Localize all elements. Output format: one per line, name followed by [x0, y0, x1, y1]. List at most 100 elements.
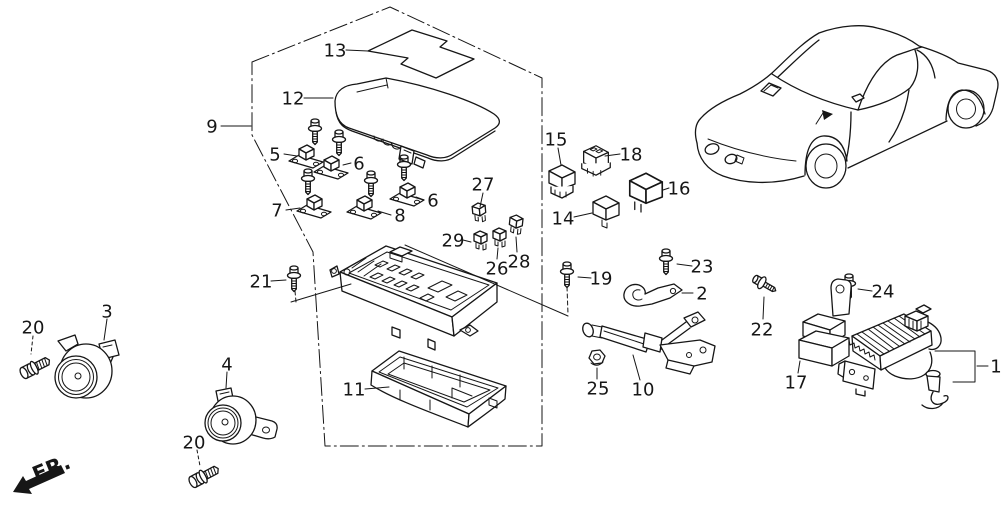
callout-28: 28 — [508, 252, 531, 273]
part-screw-20b — [186, 461, 223, 491]
part-relay-18 — [581, 145, 611, 177]
part-bolt-22 — [749, 271, 780, 298]
leader-line-28 — [515, 236, 518, 253]
callout-24: 24 — [872, 282, 895, 303]
callout-7: 7 — [271, 201, 282, 222]
callout-10: 10 — [632, 380, 655, 401]
part-bolt-19 — [559, 261, 575, 289]
part-fuse-28 — [507, 213, 524, 236]
leader-line-3 — [103, 318, 108, 341]
callout-11: 11 — [343, 380, 366, 401]
part-horn-high — [54, 334, 120, 399]
callout-13: 13 — [324, 41, 347, 62]
leader-line-21 — [270, 279, 287, 282]
leader-line-22 — [762, 296, 765, 320]
part-label-sticker — [367, 29, 475, 79]
callout-29: 29 — [442, 231, 465, 252]
part-fuse-27 — [471, 201, 488, 224]
leader-line-14 — [573, 212, 593, 218]
callout-14: 14 — [552, 209, 575, 230]
leader-line-18 — [604, 153, 621, 157]
part-control-unit-1 — [837, 304, 949, 410]
leader-line-16 — [662, 187, 670, 191]
leader-line-26 — [496, 247, 499, 260]
part-clip-8 — [346, 195, 382, 220]
location-flag — [815, 112, 824, 125]
part-bolt-21 — [286, 265, 302, 293]
callout-2: 2 — [696, 284, 707, 305]
bolt-19-target-line — [404, 244, 569, 317]
part-relay-17 — [798, 278, 852, 367]
callout-19: 19 — [590, 269, 613, 290]
callout-20: 20 — [183, 433, 206, 454]
callout-26: 26 — [486, 259, 509, 280]
part-relay-16 — [628, 172, 664, 213]
part-nut-25 — [588, 349, 606, 366]
front-wheel-arch — [804, 135, 848, 176]
callout-6: 6 — [427, 191, 438, 212]
part-clip-6b — [389, 182, 425, 207]
callout-25: 25 — [587, 379, 610, 400]
door-line — [845, 111, 852, 162]
leader-line-4 — [225, 371, 228, 389]
rear-wheel-arch — [945, 89, 986, 121]
callout-5: 5 — [269, 145, 280, 166]
callout-21: 21 — [250, 272, 273, 293]
leader-line-6 — [415, 196, 425, 201]
part-relay-15 — [548, 164, 576, 199]
part-relay-14 — [592, 195, 620, 229]
rear-wheel — [947, 89, 985, 129]
callout-3: 3 — [101, 302, 112, 323]
leader-line-23 — [676, 263, 693, 267]
leader-line-11 — [364, 386, 390, 390]
part-lower-cover — [370, 350, 507, 428]
callout-4: 4 — [221, 355, 232, 376]
callout-15: 15 — [545, 130, 568, 151]
bolt-21-target-line — [290, 283, 352, 303]
leader-line-15 — [557, 147, 562, 166]
leader-line-5 — [283, 153, 298, 157]
relays-group — [548, 145, 664, 229]
leader-line-8 — [377, 210, 392, 216]
part-clip-5 — [288, 144, 324, 169]
side-mirror — [851, 93, 865, 103]
leader-line-17 — [797, 360, 801, 374]
part-fuse-26 — [492, 227, 507, 248]
callout-8: 8 — [394, 206, 405, 227]
spare-fuses-group — [471, 201, 524, 251]
headlight — [704, 143, 720, 155]
leader-line-19 — [577, 276, 592, 279]
callout-18: 18 — [620, 145, 643, 166]
leader-line-27 — [479, 192, 484, 208]
fusebox-location-marker — [760, 82, 782, 97]
leader-line-10 — [632, 354, 641, 381]
callout-17: 17 — [785, 373, 808, 394]
leader-line-13 — [345, 49, 369, 52]
leader-line-24 — [857, 288, 873, 292]
part-bolt-23 — [658, 248, 674, 276]
reference-lines — [290, 244, 976, 383]
callout-22: 22 — [751, 320, 774, 341]
callout-27: 27 — [472, 175, 495, 196]
part-bracket-2 — [623, 283, 683, 307]
leader-line-6 — [342, 162, 352, 166]
part-clip-6a — [313, 155, 349, 180]
fr-direction-arrow: FR. — [13, 450, 74, 494]
callout-16: 16 — [668, 179, 691, 200]
part-fuse-box-body — [329, 245, 498, 351]
callout-1: 1 — [990, 357, 1001, 378]
part-bracket-10 — [582, 311, 716, 375]
callout-23: 23 — [691, 257, 714, 278]
part-screw-20a — [17, 353, 54, 382]
assembly-boundary — [251, 6, 543, 447]
callout-9: 9 — [206, 117, 217, 138]
part-1-bracket-line — [934, 350, 976, 383]
callout-20: 20 — [22, 318, 45, 339]
leader-line-20 — [196, 449, 201, 467]
vehicle-outline — [694, 25, 999, 189]
front-wheel — [805, 143, 847, 189]
leader-line-7 — [285, 207, 301, 211]
leader-line-20 — [30, 335, 34, 355]
